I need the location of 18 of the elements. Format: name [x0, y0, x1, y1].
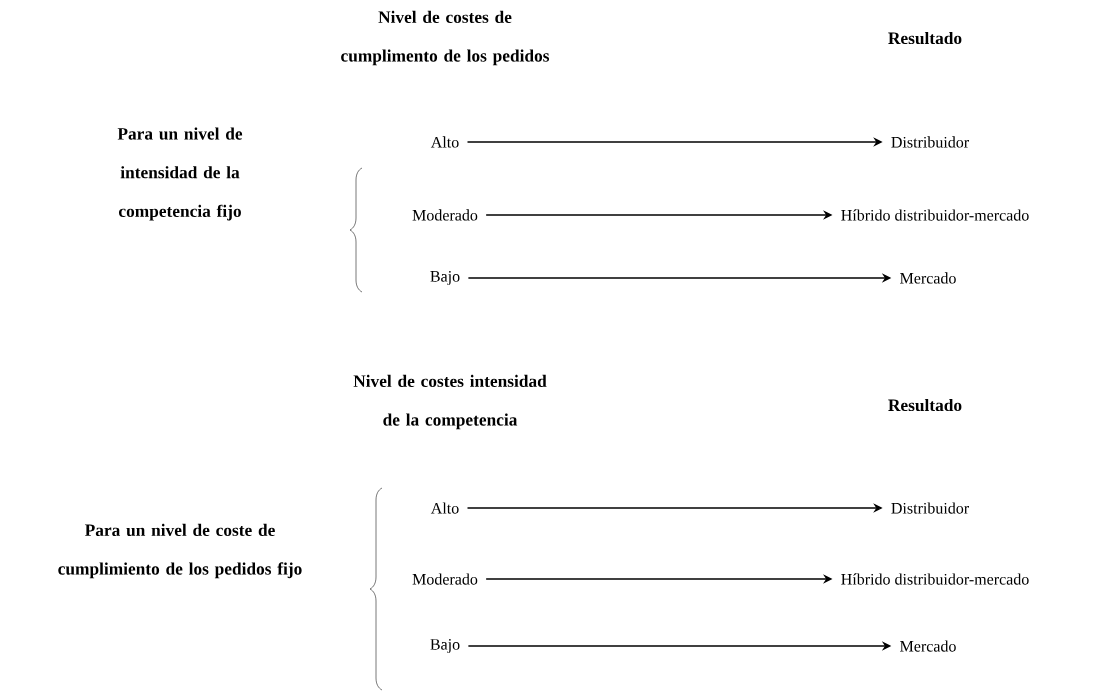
heading: Nivel de costes intensidad de la competencia — [353, 374, 547, 430]
level-text: Distribuidor — [891, 502, 969, 514]
level-text: Distribuidor — [891, 136, 969, 148]
level-text: Mercado — [900, 640, 956, 652]
heading: Para un nivel de coste de cumplimiento de los pedidos fijo — [58, 523, 302, 579]
level-text: Moderado — [412, 573, 478, 585]
level-text: Híbrido distribuidor-mercado — [841, 209, 1029, 221]
heading: Resultado — [888, 31, 962, 45]
level-text: Híbrido distribuidor-mercado — [841, 573, 1029, 585]
level-text: Moderado — [412, 209, 478, 221]
level-text: Mercado — [900, 272, 956, 284]
level-text: Alto — [430, 136, 459, 148]
heading: Resultado — [888, 398, 962, 412]
level-text: Alto — [430, 502, 459, 514]
level-text: Bajo — [430, 271, 460, 285]
level-text: Bajo — [430, 639, 460, 653]
heading: Nivel de costes de cumplimento de los pedidos — [341, 10, 550, 66]
heading: Para un nivel de intensidad de la competencia fijo — [117, 127, 243, 221]
